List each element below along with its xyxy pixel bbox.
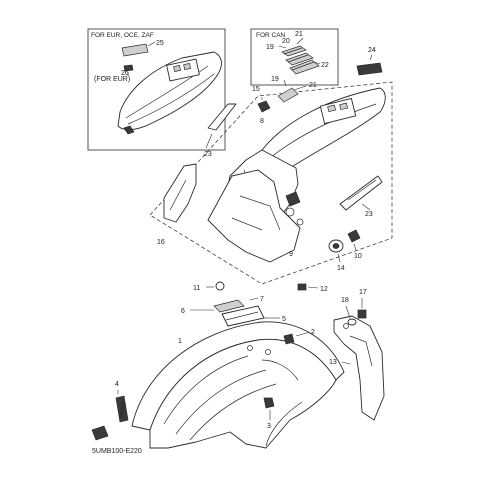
callout-24: 24 <box>368 47 376 54</box>
inset-box-can: FOR CAN 21 20 19 22 <box>250 28 339 86</box>
callout-13: 13 <box>329 359 337 366</box>
can-pad-2 <box>285 52 314 66</box>
callout-21: 21 <box>309 82 317 89</box>
callout-3: 3 <box>267 423 271 430</box>
callout-9: 9 <box>289 251 293 258</box>
can-pad-3 <box>289 59 320 75</box>
fastener-15 <box>257 97 271 113</box>
bolt-12 <box>297 283 319 291</box>
callout-1: 1 <box>178 338 182 345</box>
callout-4: 4 <box>115 381 119 388</box>
reflector-bracket <box>121 43 149 57</box>
callout-23-upper: 23 <box>204 151 212 158</box>
grommet-14 <box>328 239 344 263</box>
callout-10: 10 <box>354 253 362 260</box>
inset-can-title: FOR CAN <box>256 32 286 39</box>
bolt-17 <box>357 298 367 319</box>
inset-box-eur: FOR EUR, OCE, ZAF 25 26 (FOR EUR) <box>87 28 226 151</box>
callout-18: 18 <box>341 297 349 304</box>
callout-17: 17 <box>359 289 367 296</box>
front-fender <box>131 321 345 449</box>
inset-eur-note: (FOR EUR) <box>94 76 130 83</box>
callout-19: 19 <box>271 76 279 83</box>
callout-2: 2 <box>311 329 315 336</box>
callout-19-can: 19 <box>266 44 274 51</box>
decal-23-lower <box>339 175 383 211</box>
decal-4-text: YAMAHA <box>118 401 126 419</box>
callout-16: 16 <box>157 239 165 246</box>
callout-14: 14 <box>337 265 345 272</box>
screw-11 <box>206 281 225 291</box>
callout-6: 6 <box>181 308 185 315</box>
callout-22: 22 <box>321 62 329 69</box>
bolt-2 <box>283 331 311 345</box>
callout-26: 26 <box>121 70 129 77</box>
side-guard-13 <box>333 315 385 421</box>
side-flap <box>163 163 197 223</box>
callout-21-can: 21 <box>295 31 303 38</box>
callout-11: 11 <box>193 285 200 292</box>
assembly-outline <box>149 81 393 285</box>
fastener-19-21 <box>277 79 307 103</box>
tail-bracket <box>207 169 304 263</box>
callout-8: 8 <box>260 118 264 125</box>
diagram-code: 5UMB100-E220 <box>92 448 142 455</box>
callout-23-lower: 23 <box>365 211 373 218</box>
footer-tag-icon <box>91 425 109 441</box>
washer-18 <box>345 305 357 326</box>
callout-25: 25 <box>156 40 164 47</box>
decal-4-yamaha: YAMAHA <box>115 390 129 423</box>
decal-23-upper <box>207 103 237 131</box>
callout-20: 20 <box>282 38 290 45</box>
bolt-3 <box>263 397 275 420</box>
callout-7: 7 <box>260 296 264 303</box>
callout-5: 5 <box>282 316 286 323</box>
inset-eur-title: FOR EUR, OCE, ZAF <box>91 32 154 39</box>
nut-10 <box>347 229 361 251</box>
callout-12: 12 <box>320 286 328 293</box>
pad-5-6-7 <box>190 297 280 327</box>
callout-labels: 1 2 3 4 5 6 7 8 9 10 11 12 13 14 15 16 1… <box>115 47 376 430</box>
callout-15: 15 <box>252 86 260 93</box>
reflector-clip <box>123 64 134 72</box>
decal-24 <box>356 54 383 76</box>
